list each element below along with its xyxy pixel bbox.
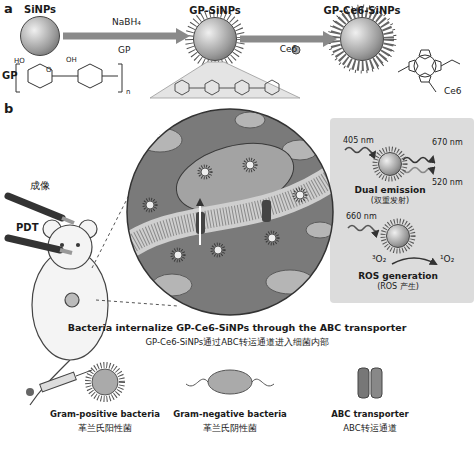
ligand-shell <box>375 149 405 179</box>
figure-label: ABC转运通道 <box>343 424 396 434</box>
ligand-shell <box>189 13 241 65</box>
node-caption: ROS generation(ROS 产生) <box>358 271 438 291</box>
figure-label: 革兰氏阴性菌 <box>203 424 257 434</box>
node-text: (双重发射) <box>354 196 425 206</box>
zoom-callout <box>150 62 300 98</box>
infection-zoom <box>120 100 340 320</box>
node-text: ROS generation <box>358 271 438 282</box>
particle-node: GP-Ce6-SiNPs <box>340 17 384 61</box>
node-text: GP-SiNPs <box>189 5 241 17</box>
figure-label: ¹O₂ <box>440 254 454 264</box>
particle-node: SiNPs <box>20 16 60 56</box>
figure-label: OH <box>66 56 77 64</box>
mechanism-panel <box>330 118 474 303</box>
node-caption: GP-Ce6-SiNPs <box>324 5 401 17</box>
legend-entry: ABC transporter <box>331 409 409 419</box>
edge-label: Ce6 <box>280 44 298 54</box>
particle-node: ROS generation(ROS 产生) <box>386 224 410 248</box>
reaction-arrow <box>63 33 180 40</box>
figure-label: 660 nm <box>346 212 377 221</box>
figure-label: Bacteria internalize GP-Ce6-SiNPs throug… <box>68 323 407 334</box>
figure-label: 670 nm <box>432 138 463 147</box>
figure-label: 革兰氏阳性菌 <box>78 424 132 434</box>
node-text: SiNPs <box>24 4 56 16</box>
probes <box>8 196 74 253</box>
figure-label: O <box>46 66 52 74</box>
node-text: Dual emission <box>354 185 425 196</box>
legend-text: ABC transporter <box>331 409 409 419</box>
figure-label: HO <box>14 57 25 65</box>
gp-structure <box>16 64 122 92</box>
light-arrows <box>345 148 436 265</box>
edge-label: NaBH₄ <box>112 17 141 27</box>
particle-node: GP-SiNPs <box>193 17 237 61</box>
figure-label: 405 nm <box>343 136 374 145</box>
legend-icons <box>88 365 382 399</box>
ligand-shell <box>335 12 389 66</box>
reaction-arrow <box>240 36 327 43</box>
legend-text: Gram-positive bacteria <box>50 409 160 419</box>
legend-text: Gram-negative bacteria <box>173 409 287 419</box>
figure-label: 520 nm <box>432 178 463 187</box>
figure-label: GP <box>118 45 130 55</box>
figure-label: n <box>126 88 130 96</box>
syringe <box>26 370 92 396</box>
node-caption: SiNPs <box>24 4 56 16</box>
legend-entry: Gram-negative bacteria <box>173 409 287 419</box>
ce6-molecule <box>398 50 460 92</box>
node-text: (ROS 产生) <box>358 282 438 292</box>
particle-node: Dual emission(双重发射) <box>378 152 402 176</box>
ligand-shell <box>383 221 413 251</box>
figure-label: ³O₂ <box>372 254 386 264</box>
legend-entry: Gram-positive bacteria <box>50 409 160 419</box>
figure-label: GP-Ce6-SiNPs通过ABC转运通道进入细菌内部 <box>145 338 328 348</box>
figure-label: 成像 <box>30 180 50 192</box>
figure-label: a <box>4 2 13 17</box>
zoom-line <box>96 300 178 306</box>
figure-label: PDT <box>16 222 38 234</box>
figure-label: GP <box>2 70 18 82</box>
node-text: GP-Ce6-SiNPs <box>324 5 401 17</box>
node-caption: Dual emission(双重发射) <box>354 185 425 205</box>
figure-label: Ce6 <box>444 86 462 96</box>
figure-label: b <box>4 102 13 117</box>
zoom-outline <box>127 109 333 315</box>
node-caption: GP-SiNPs <box>189 5 241 17</box>
surface-structure <box>175 80 279 95</box>
